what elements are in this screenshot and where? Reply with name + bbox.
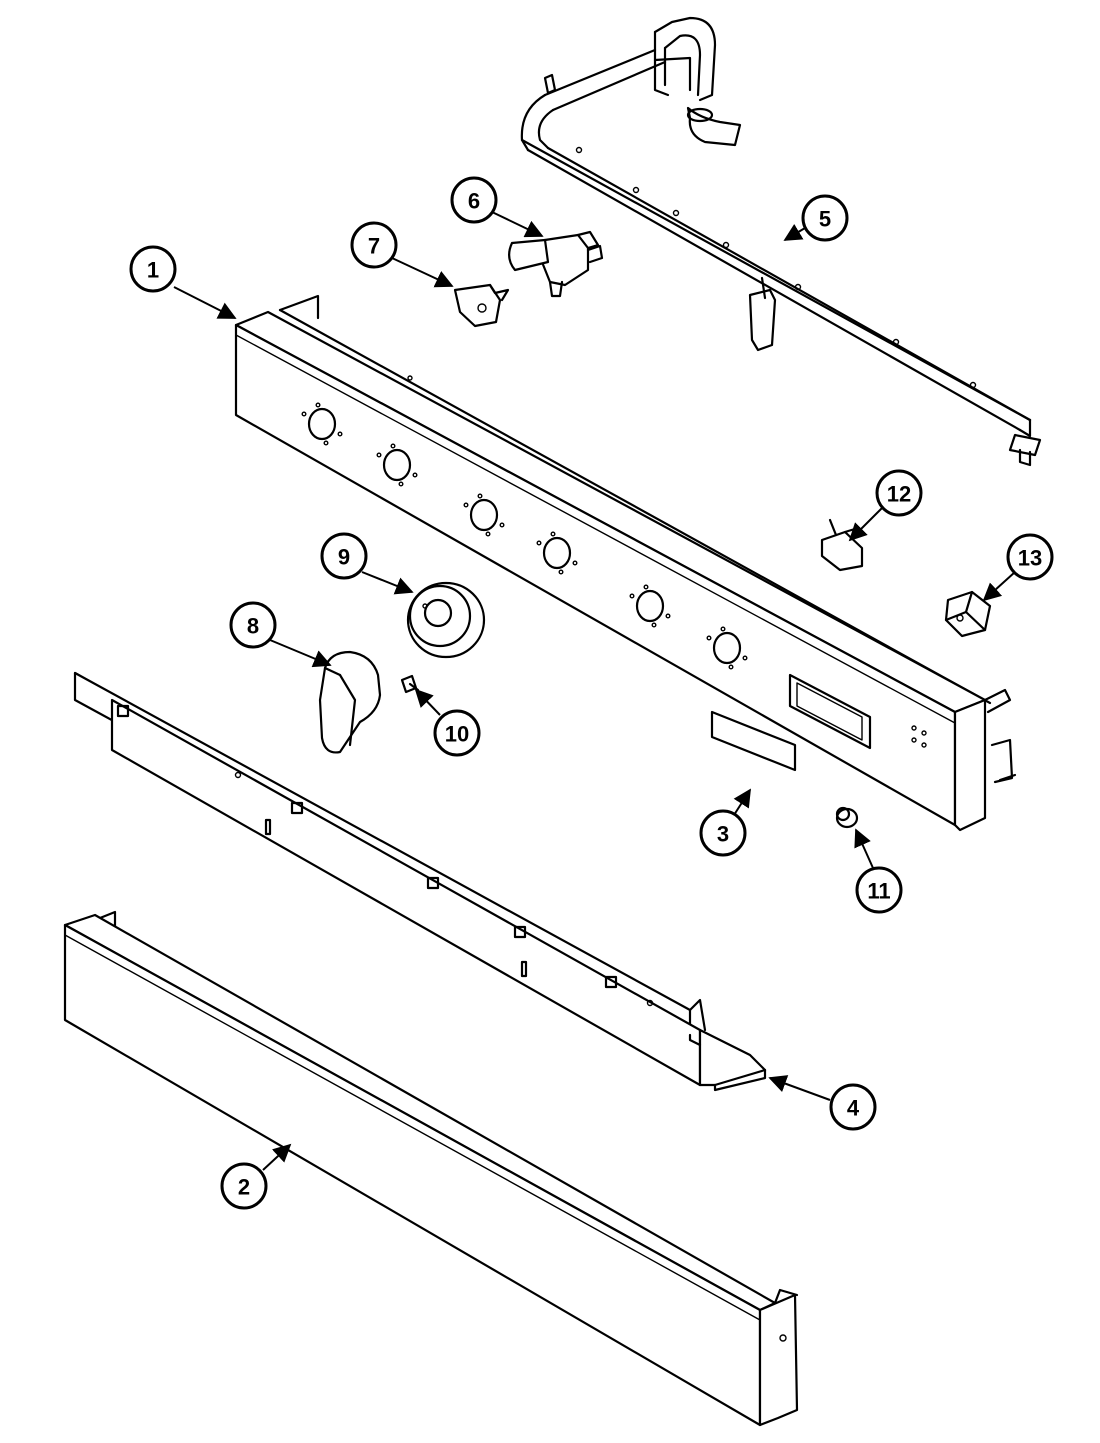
callout-11 [855,866,903,914]
channel-bracket-part [73,671,767,1092]
callout-3 [699,809,747,857]
callout-9-label: 9 [338,545,350,570]
lens-part [710,710,797,772]
clip-part [820,518,864,572]
callout-4-label: 4 [847,1096,860,1121]
manifold-tube-part [520,16,1042,467]
callout-1 [129,245,177,293]
callout-6 [450,176,498,224]
callout-11-label: 11 [867,879,890,904]
callout-2 [220,1162,268,1210]
callout-7-label: 7 [368,234,380,259]
screw-part [400,674,420,694]
callout-9 [320,532,368,580]
knob-skirt-part [406,581,486,659]
callout-12-label: 12 [887,482,911,507]
callout-4 [829,1083,877,1131]
callout-8 [229,601,277,649]
callout-6-label: 6 [468,189,480,214]
callout-1-label: 1 [147,258,159,283]
callout-8-label: 8 [247,614,259,639]
control-panel-part [234,294,1017,832]
callouts: 1 2 3 4 5 6 7 8 9 10 11 12 [129,176,1054,1210]
valve-part [508,230,604,298]
block-part [944,590,992,638]
callout-10-label: 10 [445,722,469,747]
callout-7 [350,221,398,269]
callout-2-label: 2 [238,1175,250,1200]
bracket-part [453,283,510,328]
callout-13 [1006,533,1054,581]
callout-13-label: 13 [1018,546,1042,571]
knob-part [318,650,382,754]
callout-10 [433,709,481,757]
callout-5 [801,194,849,242]
button-part [835,806,859,829]
trim-strip-part [63,910,799,1427]
callout-3-label: 3 [717,822,729,847]
callout-12 [875,469,923,517]
callout-5-label: 5 [819,207,831,232]
